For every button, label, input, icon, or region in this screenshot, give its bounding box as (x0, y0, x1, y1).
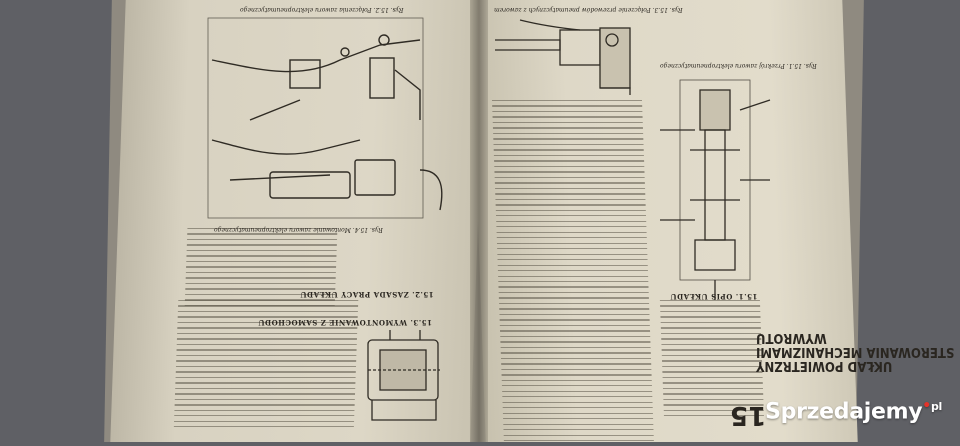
chapter-title-line: STEROWANIA MECHANIZMAMI (756, 344, 955, 359)
diagram-valve-connection (495, 19, 631, 95)
caption-rys-15-4: Rys. 15.4. Montowanie zaworu elektropneu… (214, 226, 383, 233)
chapter-number: 15 (730, 400, 767, 430)
caption-rys-15-3: Rys. 15.3. Połączenie przewodów pneumaty… (494, 6, 683, 13)
heading-opis-ukladu: 15.1. OPIS UKŁADU (670, 292, 758, 301)
book-gutter (470, 0, 488, 442)
diagram-fitting-section (367, 330, 440, 421)
caption-rys-15-1: Rys. 15.1. Przekrój zaworu elektropneuma… (660, 62, 817, 69)
chapter-title-line: UKŁAD POWIETRZNY (756, 358, 893, 373)
watermark-tld: pl (930, 399, 942, 413)
diagram-valve-cross-section (660, 79, 771, 300)
caption-rys-15-2: Rys. 15.2. Połączenia zaworu elektropneu… (240, 6, 404, 13)
right-text-column (491, 100, 654, 446)
heading-zasada-pracy: 15.2. ZASADA PRACY UKŁADU (300, 290, 434, 299)
chapter-title: UKŁAD POWIETRZNY STEROWANIA MECHANIZMAMI… (756, 330, 955, 373)
diagram-pipe-assembly (207, 17, 443, 219)
chapter-title-line: WYWROTU (756, 330, 827, 345)
watermark-dot-icon: • (922, 397, 931, 414)
sprzedajemy-watermark-logo: Sprzedajemy•pl (765, 398, 942, 424)
heading-wymontowanie: 15.3. WYMONTOWANIE Z SAMOCHODU (258, 318, 432, 327)
watermark-brand: Sprzedajemy (765, 399, 923, 424)
